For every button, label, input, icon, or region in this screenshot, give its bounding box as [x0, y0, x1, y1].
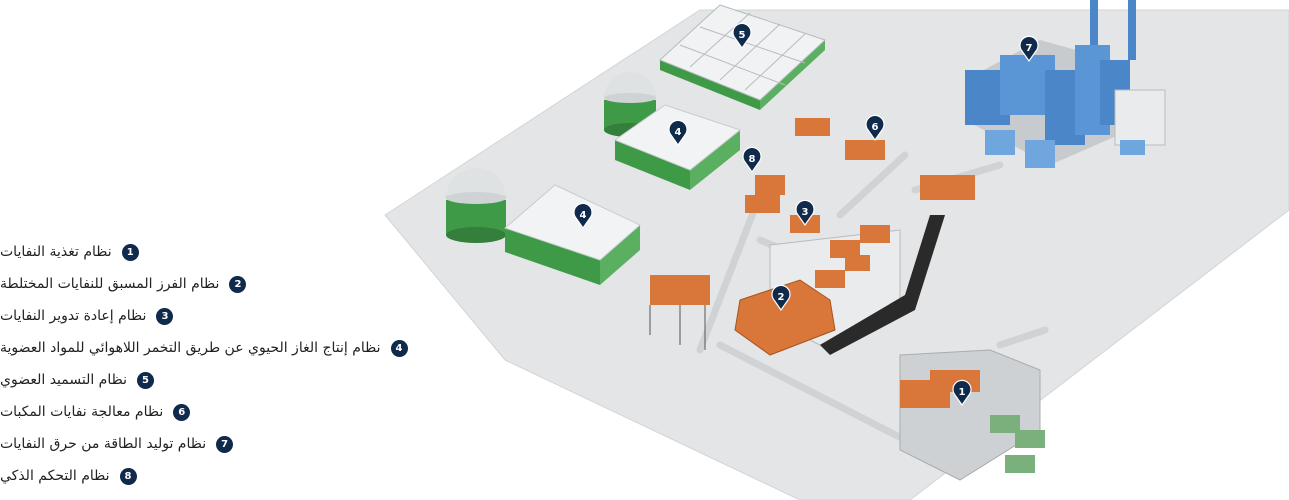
biogas-building-lower [504, 184, 641, 285]
map-pin-number: 7 [1026, 43, 1033, 54]
legend-number-badge: 8 [119, 467, 137, 485]
map-pin-number: 3 [802, 207, 809, 218]
legend-number-badge: 3 [156, 307, 174, 325]
legend-item: 2 نظام الفرز المسبق للنفايات المختلطة [0, 268, 452, 300]
control-area [745, 175, 785, 213]
legend-item: 6 نظام معالجة نفايات المكبات [0, 396, 452, 428]
legend-number-badge: 1 [121, 243, 139, 261]
legend-item: 3 نظام إعادة تدوير النفايات [0, 300, 452, 332]
composting-greenhouse [659, 4, 826, 110]
legend-item: 1 نظام تغذية النفايات [0, 236, 452, 268]
map-pin-control[interactable]: 8 [742, 146, 762, 174]
map-pin-number: 1 [959, 387, 966, 398]
map-pin-landfill[interactable]: 6 [865, 114, 885, 142]
map-pin-number: 2 [778, 292, 785, 303]
pre-sorting-trommel [649, 275, 836, 356]
map-pin-biogas-b[interactable]: 4 [573, 202, 593, 230]
legend-number-badge: 2 [229, 275, 247, 293]
legend-label: نظام إعادة تدوير النفايات [0, 308, 147, 324]
map-pin-power[interactable]: 7 [1019, 35, 1039, 63]
legend-item: 7 نظام توليد الطاقة من حرق النفايات [0, 428, 452, 460]
legend-label: نظام تغذية النفايات [0, 244, 112, 260]
legend-label: نظام معالجة نفايات المكبات [0, 404, 164, 420]
map-pin-number: 8 [749, 154, 756, 165]
legend-label: نظام إنتاج الغاز الحيوي عن طريق التخمر ا… [0, 340, 381, 356]
legend-label: نظام الفرز المسبق للنفايات المختلطة [0, 276, 220, 292]
legend-label: نظام التسميد العضوي [0, 372, 127, 388]
map-pin-number: 4 [580, 210, 587, 221]
legend-number-badge: 7 [216, 435, 234, 453]
legend-item: 4 نظام إنتاج الغاز الحيوي عن طريق التخمر … [0, 332, 452, 364]
digester-dome-2 [446, 168, 506, 243]
legend-item: 8 نظام التحكم الذكي [0, 460, 452, 492]
legend-number-badge: 6 [173, 403, 191, 421]
legend-number-badge: 4 [390, 339, 408, 357]
map-pin-pre-sorting[interactable]: 2 [771, 284, 791, 312]
map-pin-composting[interactable]: 5 [732, 22, 752, 50]
map-pin-waste-feeding[interactable]: 1 [952, 379, 972, 407]
legend-label: نظام التحكم الذكي [0, 468, 110, 484]
digester-dome-1 [604, 72, 656, 137]
map-pin-number: 5 [739, 30, 746, 41]
legend: 1 نظام تغذية النفايات 2 نظام الفرز المسبق ل… [0, 236, 452, 492]
legend-item: 5 نظام التسميد العضوي [0, 364, 452, 396]
feeding-pit [899, 349, 1045, 481]
legend-number-badge: 5 [137, 371, 154, 389]
power-plant [965, 0, 1166, 168]
map-pin-biogas-a[interactable]: 4 [668, 119, 688, 147]
landfill-processing [795, 118, 975, 200]
map-pin-recycling[interactable]: 3 [795, 199, 815, 227]
map-pin-number: 4 [675, 127, 682, 138]
legend-label: نظام توليد الطاقة من حرق النفايات [0, 436, 207, 452]
map-pin-number: 6 [872, 122, 879, 133]
